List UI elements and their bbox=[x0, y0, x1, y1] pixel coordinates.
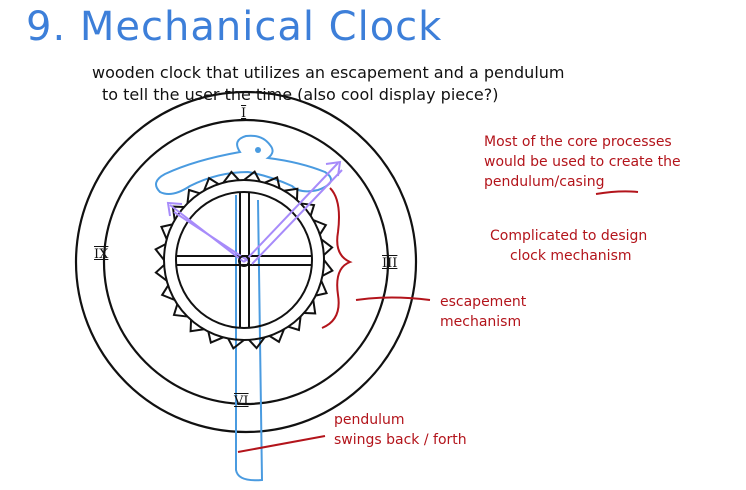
numeral-nine: IX bbox=[94, 247, 109, 262]
description-line-1: wooden clock that utilizes an escapement… bbox=[92, 63, 565, 82]
escape-wheel-tooth bbox=[264, 176, 281, 189]
label-escapement-line-2: mechanism bbox=[440, 314, 522, 330]
label-escapement-mechanism: escapement mechanism bbox=[440, 292, 526, 332]
description: wooden clock that utilizes an escapement… bbox=[92, 62, 565, 106]
escape-wheel-tooth bbox=[203, 176, 220, 192]
numeral-twelve: I bbox=[241, 106, 247, 121]
escape-wheel-tooth bbox=[186, 188, 201, 204]
escape-wheel-tooth bbox=[207, 331, 224, 344]
numeral-three: III bbox=[382, 256, 398, 271]
escape-wheel-tooth bbox=[172, 303, 188, 318]
escape-wheel-tooth bbox=[312, 219, 328, 236]
pendulum-pointer bbox=[237, 435, 326, 453]
note-core-line-1: Most of the core processes bbox=[484, 134, 672, 150]
escape-wheel-inner bbox=[175, 191, 313, 329]
page-title: 9. Mechanical Clock bbox=[26, 4, 443, 50]
escape-wheel-tooth bbox=[300, 202, 316, 217]
note-core-line-3: pendulum/casing bbox=[484, 174, 605, 190]
label-pendulum-line-2: swings back / forth bbox=[334, 432, 467, 448]
escape-wheel-tooth bbox=[189, 319, 205, 333]
escape-wheel-tooth bbox=[160, 284, 176, 301]
escape-wheel-tooth bbox=[227, 337, 245, 350]
escape-wheel-tooth bbox=[321, 259, 334, 277]
swing-arrows bbox=[166, 160, 343, 265]
escape-wheel-tooth bbox=[303, 299, 317, 315]
escape-wheel-tooth bbox=[154, 264, 168, 282]
escapement-pointer bbox=[355, 296, 431, 301]
inner-ring bbox=[102, 118, 390, 406]
note-complicated-line-2: clock mechanism bbox=[510, 248, 632, 264]
escape-wheel-tooth bbox=[160, 223, 173, 240]
center-hub bbox=[238, 255, 250, 267]
escape-wheel-tooth bbox=[243, 170, 261, 183]
note-core-line-2: would be used to create the bbox=[484, 154, 681, 170]
note-core-processes: Most of the core processes would be used… bbox=[484, 132, 681, 192]
escapement-bracket bbox=[321, 187, 353, 329]
note-complicated-line-1: Complicated to design bbox=[490, 228, 648, 244]
escape-wheel-tooth bbox=[154, 243, 167, 261]
label-pendulum: pendulum swings back / forth bbox=[334, 410, 467, 450]
pivot-dot bbox=[255, 147, 261, 153]
description-line-2: to tell the user the time (also cool dis… bbox=[102, 85, 499, 104]
label-escapement-line-1: escapement bbox=[440, 294, 527, 310]
escape-wheel-tooth bbox=[320, 238, 334, 256]
pendulum-rod bbox=[235, 195, 264, 482]
escape-wheel-tooth bbox=[283, 187, 299, 201]
pendulum-anchor bbox=[155, 134, 333, 195]
escape-wheel-teeth bbox=[154, 170, 334, 350]
escape-wheel-tooth bbox=[268, 328, 285, 344]
note-complicated: Complicated to design clock mechanism bbox=[490, 226, 647, 266]
outer-ring bbox=[74, 90, 418, 434]
escape-wheel-tooth bbox=[315, 280, 328, 297]
escape-wheel-tooth bbox=[248, 336, 266, 350]
escape-wheel-tooth bbox=[222, 170, 240, 184]
label-pendulum-line-1: pendulum bbox=[334, 412, 405, 428]
escape-wheel-tooth bbox=[287, 316, 302, 332]
numeral-six: VI bbox=[234, 394, 249, 409]
core-underline bbox=[595, 190, 639, 195]
